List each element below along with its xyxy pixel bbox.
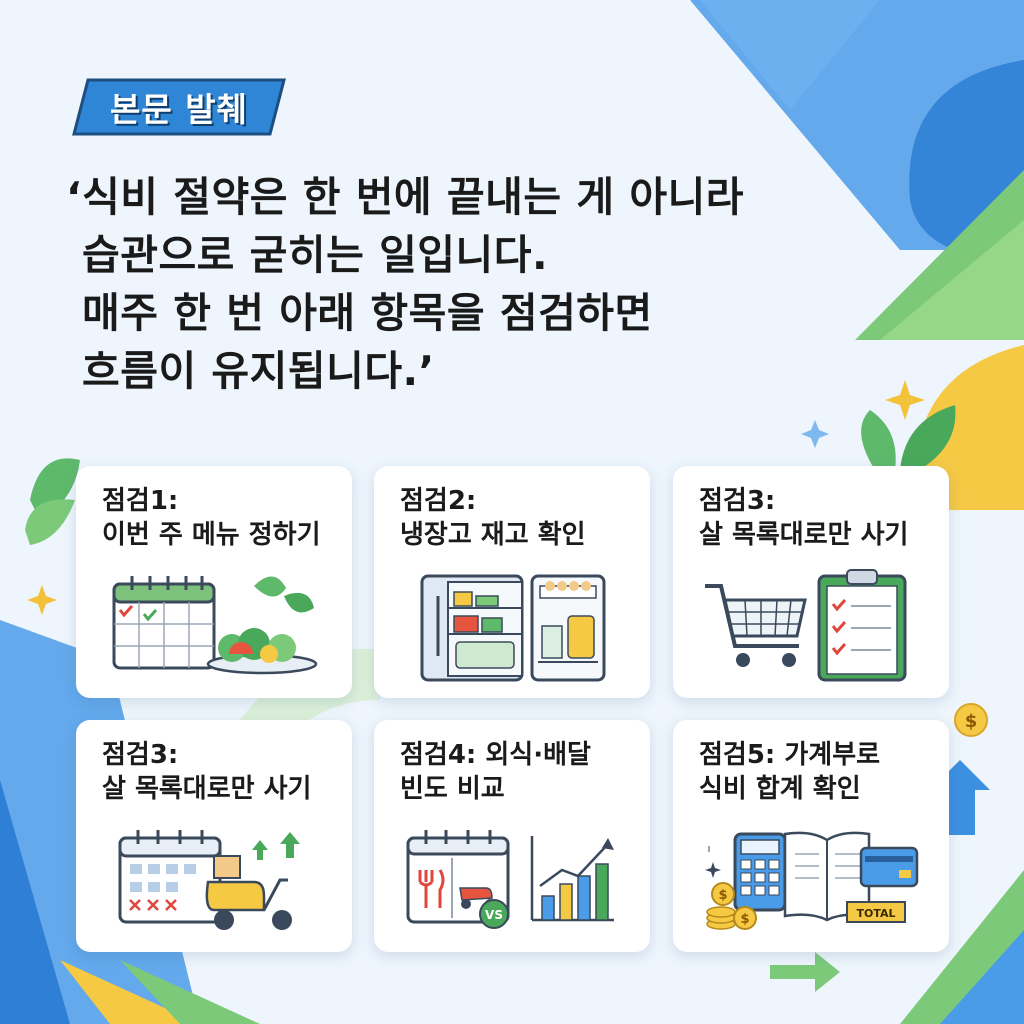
svg-text:$: $: [740, 912, 749, 927]
card-title-line-1: 점검5: 가계부로: [699, 740, 881, 770]
calendar-scooter-icon: [118, 830, 300, 930]
calendar-salad-icon: [112, 576, 318, 675]
svg-text:TOTAL: TOTAL: [856, 907, 895, 920]
excerpt-badge-label: 본문 발췌: [110, 90, 248, 129]
cart-checklist-icon: [705, 569, 907, 682]
card-title-line-2: 냉장고 재고 확인: [400, 520, 586, 550]
card-title-line-1: 점검1:: [102, 486, 179, 516]
svg-text:$: $: [718, 888, 727, 903]
card-title-line-2: 이번 주 메뉴 정하기: [102, 520, 321, 550]
card-title-line-2: 살 목록대로만 사기: [699, 520, 909, 550]
check-card-5: 점검4: 외식·배달 빈도 비교 VS: [374, 720, 650, 952]
card-title-line-1: 점검3:: [699, 486, 776, 516]
card-title-line-1: 점검3:: [102, 740, 179, 770]
calculator-ledger-icon: TOTAL $ $: [705, 831, 919, 930]
card-title-line-2: 살 목록대로만 사기: [102, 774, 312, 804]
card-title-line-2: 빈도 비교: [400, 774, 505, 804]
dining-chart-icon: VS: [406, 830, 614, 929]
card-title-line-1: 점검4: 외식·배달: [400, 740, 591, 770]
svg-text:VS: VS: [485, 908, 503, 922]
card-title-line-2: 식비 합계 확인: [699, 774, 861, 804]
fridge-icon: [420, 574, 606, 682]
check-card-2: 점검2: 냉장고 재고 확인: [374, 466, 650, 698]
check-card-4: 점검3: 살 목록대로만 사기: [76, 720, 352, 952]
excerpt-badge: 본문 발췌: [72, 76, 286, 138]
quote-line-4: 흐름이 유지됩니다.’: [82, 347, 435, 395]
svg-text:$: $: [965, 711, 978, 732]
quote-line-3: 매주 한 번 아래 항목을 점검하면: [82, 289, 653, 337]
quote-block: ‘식비 절약은 한 번에 끝내는 게 아니라 습관으로 굳히는 일입니다. 매주…: [66, 168, 826, 400]
quote-line-2: 습관으로 굳히는 일입니다.: [82, 231, 549, 279]
card-title-line-1: 점검2:: [400, 486, 477, 516]
check-card-1: 점검1: 이번 주 메뉴 정하기: [76, 466, 352, 698]
check-card-3: 점검3: 살 목록대로만 사기: [673, 466, 949, 698]
quote-line-1: ‘식비 절약은 한 번에 끝내는 게 아니라: [66, 173, 745, 221]
check-card-6: 점검5: 가계부로 식비 합계 확인 TOTAL $ $: [673, 720, 949, 952]
